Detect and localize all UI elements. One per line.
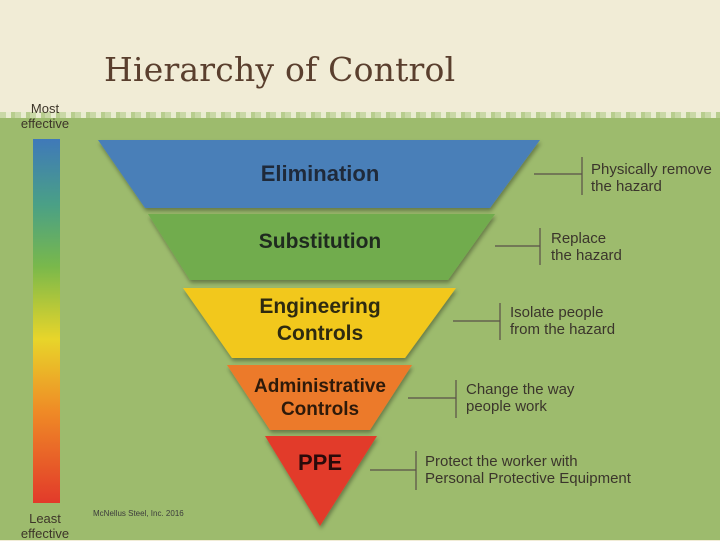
level-elimination-label: Elimination [220, 161, 420, 187]
desc-line1: Change the way [466, 381, 575, 398]
level-text: PPE [297, 450, 343, 475]
desc-line2: Personal Protective Equipment [425, 470, 631, 487]
desc-line2: from the hazard [510, 321, 616, 338]
administrative-layer [227, 365, 412, 430]
level-administrative-label: Administrative Controls [210, 375, 430, 421]
level-text-line1: Engineering [259, 295, 381, 318]
desc-ppe: Protect the worker with Personal Protect… [425, 453, 631, 487]
effectiveness-gradient-bar [33, 139, 60, 503]
desc-administrative: Change the way people work [466, 381, 574, 415]
substitution-layer [148, 214, 495, 280]
desc-line1: Protect the worker with [425, 453, 578, 470]
slide-title: Hierarchy of Control [104, 50, 456, 89]
level-engineering-label: Engineering Controls [220, 293, 420, 347]
desc-line2: the hazard [551, 247, 622, 264]
decorative-band-edge [0, 112, 720, 122]
desc-engineering: Isolate people from the hazard [510, 304, 615, 338]
desc-line1: Isolate people [510, 304, 604, 321]
ppe-layer [265, 436, 377, 526]
least-effective-label: Least effective [15, 511, 75, 541]
least-effective-text: Least effective [20, 511, 70, 541]
elimination-layer [98, 140, 540, 208]
level-text-line2: Controls [280, 399, 360, 420]
level-substitution-label: Substitution [220, 230, 420, 254]
desc-line2: people work [466, 398, 547, 415]
level-ppe-label: PPE [270, 450, 370, 476]
engineering-layer [183, 288, 456, 358]
level-text-line2: Controls [276, 322, 364, 345]
desc-substitution: Replace the hazard [551, 230, 622, 264]
level-text-line1: Administrative [254, 376, 386, 397]
desc-line1: Physically remove [591, 161, 712, 178]
most-effective-label: Most effective [15, 101, 75, 131]
most-effective-text: Most effective [20, 101, 70, 131]
desc-elimination: Physically remove the hazard [591, 161, 712, 195]
level-text: Substitution [258, 230, 382, 253]
credit-text: McNellus Steel, Inc. 2016 [93, 509, 184, 518]
desc-line2: the hazard [591, 178, 662, 195]
level-text: Elimination [260, 161, 380, 186]
desc-line1: Replace [551, 230, 607, 247]
